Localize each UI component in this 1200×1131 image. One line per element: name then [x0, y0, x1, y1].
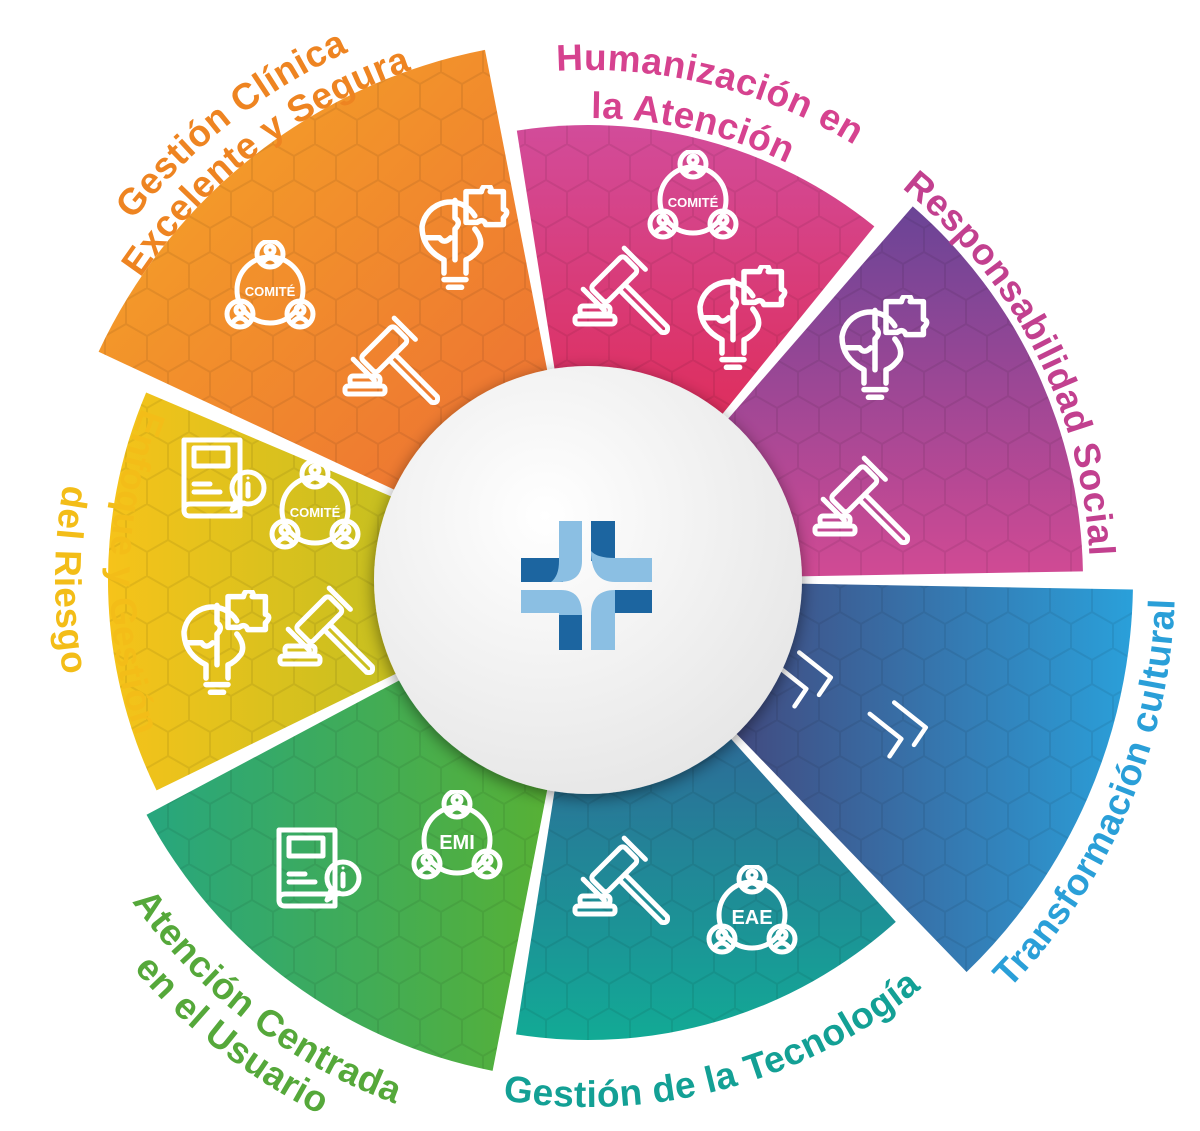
icons-enfoque: COMITÉ — [184, 440, 392, 692]
logo-dark-piece — [559, 615, 582, 650]
committee-icon-label: COMITÉ — [290, 505, 341, 520]
committee-icon-label: COMITÉ — [245, 284, 296, 299]
icons-tecnologia: EAE — [575, 838, 795, 952]
center-circle — [374, 366, 802, 794]
cross-logo — [521, 521, 652, 650]
icons-gestion-clinica: COMITÉ — [227, 186, 507, 422]
logo-light-piece — [591, 551, 652, 582]
committee-icon-label: COMITÉ — [668, 195, 719, 210]
icons-humanizacion: COMITÉ — [575, 151, 785, 367]
committee-icon-label: EAE — [731, 907, 772, 929]
hex-pattern-overlay — [107, 392, 588, 791]
logo-light-piece — [551, 521, 582, 582]
icons-atencion: EMI — [279, 791, 500, 906]
label-enfoque-line2: del Riesgo — [47, 483, 96, 677]
committee-icon-label: EMI — [439, 832, 475, 854]
logo-light-piece — [591, 590, 631, 650]
logo-dark-piece — [615, 590, 652, 613]
